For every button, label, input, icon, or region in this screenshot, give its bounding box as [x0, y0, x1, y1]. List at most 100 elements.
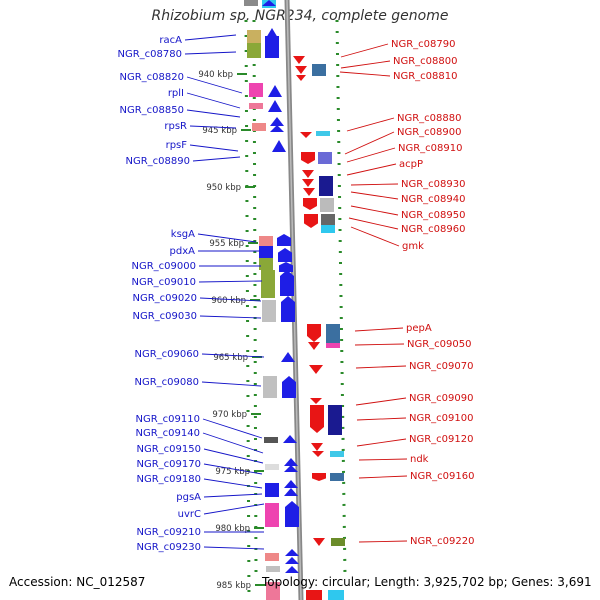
left-gene-label[interactable]: NGR_c09020 — [133, 293, 198, 304]
right-gene-label[interactable]: NGR_c08880 — [397, 113, 462, 124]
left-gene-label[interactable]: NGR_c09180 — [137, 474, 202, 485]
left-gene-label[interactable]: rplI — [168, 88, 184, 99]
left-gene-label[interactable]: ksgA — [171, 229, 195, 240]
gene-arrow-reverse — [303, 198, 317, 210]
left-gene-label[interactable]: NGR_c09210 — [137, 527, 202, 538]
gene-feature — [319, 176, 333, 196]
right-gene-label[interactable]: ndk — [410, 454, 429, 465]
gene-feature — [247, 43, 261, 58]
gene-feature — [249, 103, 263, 109]
ruler-label: 940 kbp — [198, 70, 233, 80]
ruler-label: 980 kbp — [215, 524, 250, 534]
left-gene-label[interactable]: rpsF — [166, 140, 188, 151]
right-gene-label[interactable]: gmk — [402, 241, 424, 252]
left-gene-label[interactable]: NGR_c09230 — [137, 542, 202, 553]
left-leader-line — [203, 478, 263, 489]
left-gene-label[interactable]: NGR_c09170 — [137, 459, 202, 470]
gene-feature — [328, 590, 344, 600]
gene-feature — [330, 451, 344, 457]
gene-arrow-reverse — [302, 170, 314, 178]
left-gene-label[interactable]: pdxA — [170, 246, 196, 257]
ruler-label: 970 kbp — [212, 410, 247, 420]
gene-feature — [265, 36, 279, 44]
gene-feature — [252, 123, 266, 131]
gene-feature — [316, 131, 330, 136]
left-leader-line — [192, 156, 241, 162]
left-gene-label[interactable]: racA — [159, 35, 182, 46]
right-leader-line — [354, 327, 404, 332]
left-gene-label[interactable]: NGR_c09110 — [136, 414, 201, 425]
right-leader-line — [354, 343, 405, 346]
right-gene-label[interactable]: NGR_c08800 — [393, 56, 458, 67]
gene-arrow-reverse — [300, 132, 312, 138]
gene-feature — [330, 473, 344, 481]
gene-feature — [326, 343, 340, 348]
gene-layer — [244, 0, 345, 600]
left-gene-label[interactable]: NGR_c09030 — [133, 311, 198, 322]
left-leader-line — [184, 51, 237, 55]
right-gene-label[interactable]: NGR_c09050 — [407, 339, 472, 350]
gene-feature — [264, 437, 278, 443]
gene-feature — [259, 236, 273, 246]
gene-arrow-forward — [262, 0, 276, 6]
right-gene-label[interactable]: NGR_c08950 — [401, 210, 466, 221]
right-leader-line — [346, 117, 395, 132]
right-leader-line — [356, 438, 407, 447]
gene-feature — [261, 270, 275, 298]
ruler-label: 965 kbp — [213, 353, 248, 363]
left-gene-label[interactable]: uvrC — [178, 509, 201, 520]
left-gene-label[interactable]: NGR_c09060 — [135, 349, 200, 360]
gene-feature — [331, 538, 345, 546]
right-gene-label[interactable]: NGR_c08960 — [401, 224, 466, 235]
gene-arrow-reverse — [293, 56, 305, 64]
right-leader-line — [339, 71, 391, 77]
left-gene-label[interactable]: NGR_c08780 — [118, 49, 183, 60]
left-gene-label[interactable]: NGR_c09000 — [132, 261, 197, 272]
right-leader-line — [346, 147, 396, 163]
ruler-label: 950 kbp — [206, 183, 241, 193]
right-gene-label[interactable]: pepA — [406, 323, 432, 334]
gene-arrow-forward — [285, 549, 299, 556]
left-leader-line — [203, 493, 263, 498]
right-label-layer: NGR_c08790NGR_c08800NGR_c08810NGR_c08880… — [339, 39, 475, 547]
left-leader-line — [198, 280, 263, 283]
right-gene-label[interactable]: NGR_c08930 — [401, 179, 466, 190]
gene-arrow-forward — [279, 262, 293, 272]
left-gene-label[interactable]: NGR_c09010 — [132, 277, 197, 288]
gene-arrow-forward — [272, 140, 286, 152]
gene-arrow-forward — [285, 566, 299, 573]
left-gene-label[interactable]: NGR_c08890 — [126, 156, 191, 167]
right-gene-label[interactable]: NGR_c09160 — [410, 471, 475, 482]
gene-arrow-forward — [284, 465, 298, 472]
right-gene-label[interactable]: NGR_c08900 — [397, 127, 462, 138]
left-gene-label[interactable]: NGR_c09150 — [137, 444, 202, 455]
gene-arrow-reverse — [309, 365, 323, 374]
right-gene-label[interactable]: NGR_c08940 — [401, 194, 466, 205]
right-leader-line — [350, 191, 399, 200]
right-gene-label[interactable]: NGR_c08810 — [393, 71, 458, 82]
right-leader-line — [356, 417, 407, 421]
gene-arrow-forward — [266, 28, 278, 38]
right-gene-label[interactable]: acpP — [399, 159, 423, 170]
left-gene-label[interactable]: NGR_c09080 — [135, 377, 200, 388]
right-leader-line — [358, 540, 408, 543]
gene-arrow-reverse — [311, 443, 323, 451]
right-gene-label[interactable]: NGR_c08910 — [398, 143, 463, 154]
right-leader-line — [340, 60, 391, 69]
left-gene-label[interactable]: NGR_c09140 — [136, 428, 201, 439]
right-gene-label[interactable]: NGR_c09090 — [409, 393, 474, 404]
right-gene-label[interactable]: NGR_c09120 — [409, 434, 474, 445]
left-gene-label[interactable]: pgsA — [176, 492, 201, 503]
left-gene-label[interactable]: rpsR — [164, 121, 187, 132]
left-leader-line — [199, 297, 262, 302]
left-leader-line — [184, 34, 237, 41]
left-inner-guide — [244, 19, 251, 600]
gene-feature — [266, 566, 280, 572]
right-gene-label[interactable]: NGR_c09220 — [410, 536, 475, 547]
gene-feature — [265, 44, 279, 58]
right-gene-label[interactable]: NGR_c09070 — [409, 361, 474, 372]
left-gene-label[interactable]: NGR_c08820 — [120, 72, 185, 83]
right-gene-label[interactable]: NGR_c09100 — [409, 413, 474, 424]
left-gene-label[interactable]: NGR_c08850 — [120, 105, 185, 116]
right-gene-label[interactable]: NGR_c08790 — [391, 39, 456, 50]
